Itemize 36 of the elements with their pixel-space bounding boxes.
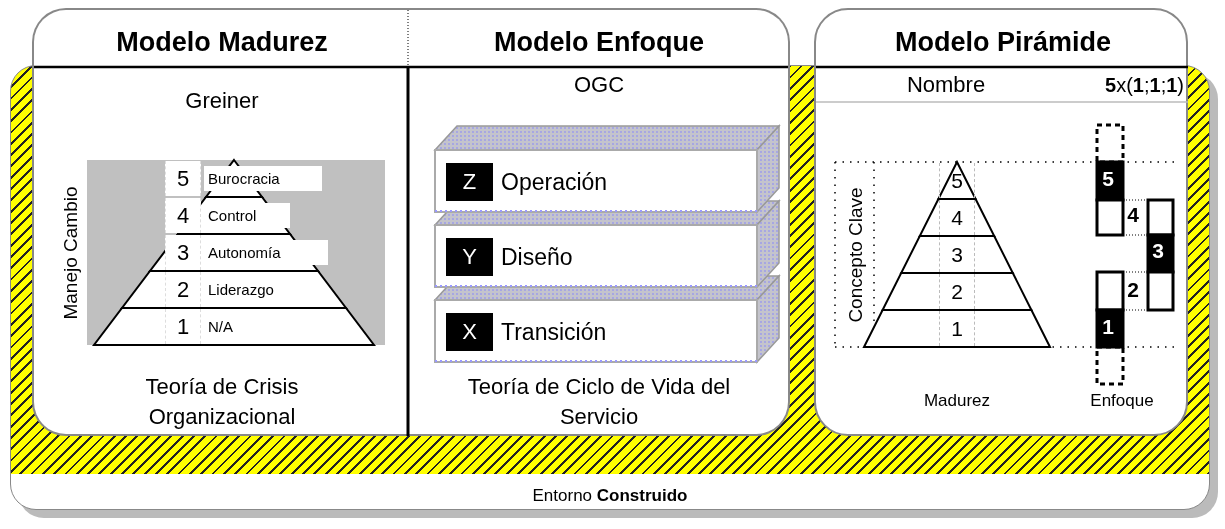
environment-band: [10, 8, 1210, 510]
theory-caption: Teoría de Crisis Organizacional: [144, 373, 300, 431]
formula-text: 5x(1;1;1): [1104, 73, 1184, 98]
level-number: 4: [165, 198, 201, 233]
model-panel: [814, 8, 1188, 436]
panel-heading: Modelo Madurez: [115, 26, 329, 59]
model-panel: [408, 8, 790, 436]
column-label: Madurez: [922, 390, 992, 412]
level-number: 2: [1126, 277, 1140, 303]
axis-label: Manejo Cambio: [58, 184, 82, 322]
slab-label: Transición: [501, 318, 608, 347]
slab-label: Operación: [501, 168, 609, 197]
column-label: Enfoque: [1089, 390, 1155, 412]
level-label: Burocracia: [204, 166, 322, 191]
model-author: Greiner: [184, 87, 260, 115]
slab-letter: X: [446, 313, 493, 351]
model-panel: [32, 8, 408, 436]
theory-caption: Teoría de Ciclo de Vida del Servicio: [466, 373, 732, 431]
model-author: OGC: [572, 71, 626, 99]
level-number: 1: [939, 311, 975, 346]
level-number: 1: [1101, 314, 1115, 340]
level-number: 3: [165, 235, 201, 270]
level-number: 5: [1101, 166, 1115, 192]
axis-label: Concepto Clave: [843, 185, 867, 325]
level-number: 5: [165, 161, 201, 196]
environment-label: Entorno Construido: [531, 485, 689, 507]
level-number: 2: [165, 272, 201, 307]
level-number: 1: [165, 309, 201, 344]
column-label: Nombre: [905, 71, 987, 99]
panel-heading: Modelo Enfoque: [493, 26, 705, 59]
slab-letter: Z: [446, 163, 493, 201]
level-number: 4: [1126, 202, 1140, 228]
panel-heading: Modelo Pirámide: [893, 26, 1112, 59]
slab-label: Diseño: [501, 243, 574, 272]
slab-letter: Y: [446, 238, 493, 276]
level-number: 3: [1151, 238, 1165, 264]
